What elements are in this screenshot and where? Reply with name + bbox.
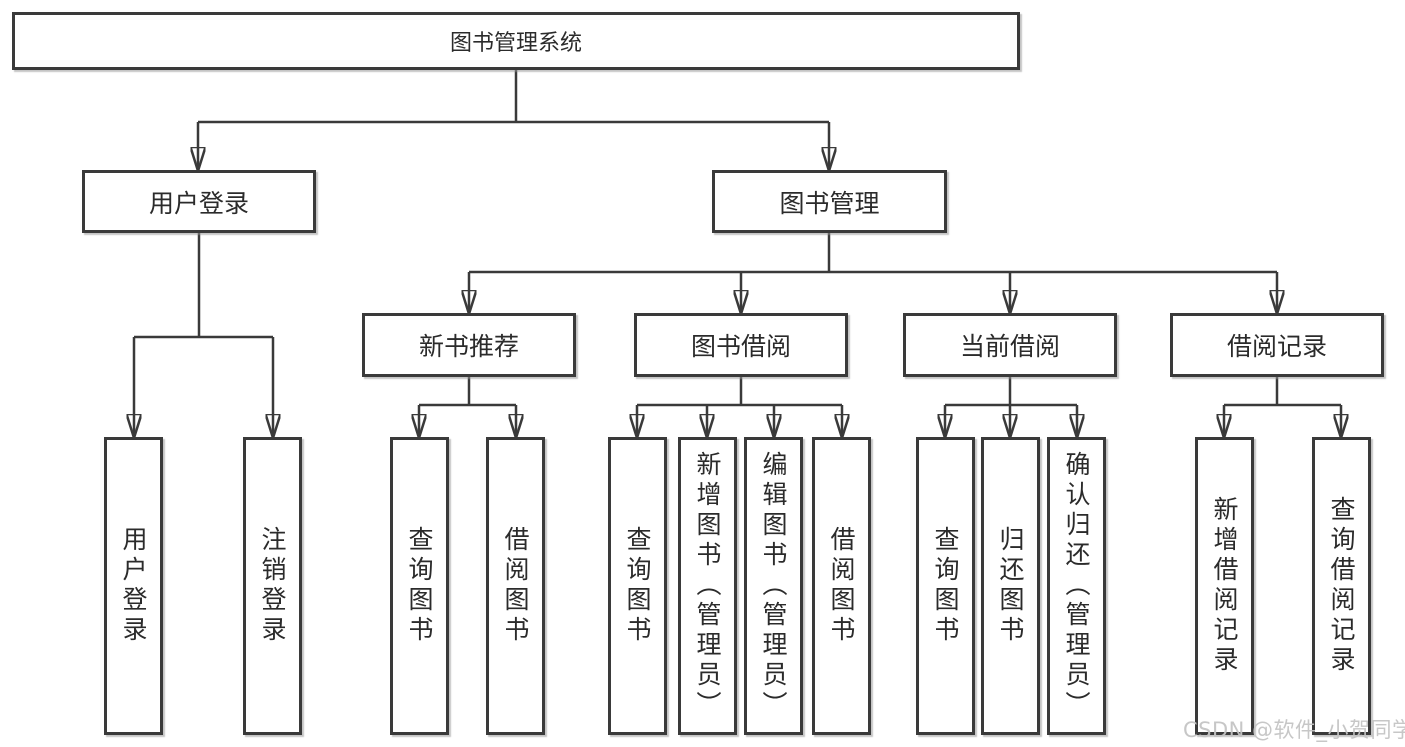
connector-new-book-recommendation-to-children xyxy=(419,377,516,437)
connector-book-borrowing-to-children xyxy=(637,377,842,437)
connector-user-login-to-children xyxy=(134,233,273,437)
leaf-logout: 注销登录 xyxy=(243,437,302,735)
csdn-watermark: CSDN @软件_小贺同学 xyxy=(1183,718,1405,742)
connector-current-borrowing-to-children xyxy=(945,377,1077,437)
leaf-query-borrow-record: 查询借阅记录 xyxy=(1312,437,1371,735)
leaf-query-books-borrowing: 查询图书 xyxy=(608,437,667,735)
leaf-query-books-current: 查询图书 xyxy=(916,437,975,735)
leaf-borrow-books-borrowing: 借阅图书 xyxy=(812,437,871,735)
connector-borrowing-records-to-children xyxy=(1224,377,1341,437)
leaf-user-login: 用户登录 xyxy=(104,437,163,735)
node-library-management-system: 图书管理系统 xyxy=(12,12,1020,70)
connector-root-to-level2 xyxy=(198,70,829,170)
leaf-edit-books-admin: 编辑图书（管理员） xyxy=(744,437,803,735)
leaf-query-books-recommendation: 查询图书 xyxy=(390,437,449,735)
connector-book-management-to-children xyxy=(469,233,1277,313)
leaf-confirm-return-admin: 确认归还（管理员） xyxy=(1047,437,1106,735)
leaf-return-books: 归还图书 xyxy=(981,437,1040,735)
leaf-borrow-books-recommendation: 借阅图书 xyxy=(486,437,545,735)
leaf-add-borrow-record: 新增借阅记录 xyxy=(1195,437,1254,735)
leaf-add-books-admin: 新增图书（管理员） xyxy=(678,437,737,735)
node-borrowing-records: 借阅记录 xyxy=(1170,313,1384,377)
node-current-borrowing: 当前借阅 xyxy=(903,313,1117,377)
node-book-management: 图书管理 xyxy=(712,170,947,233)
node-new-book-recommendation: 新书推荐 xyxy=(362,313,576,377)
node-user-login: 用户登录 xyxy=(82,170,316,233)
node-book-borrowing: 图书借阅 xyxy=(634,313,848,377)
